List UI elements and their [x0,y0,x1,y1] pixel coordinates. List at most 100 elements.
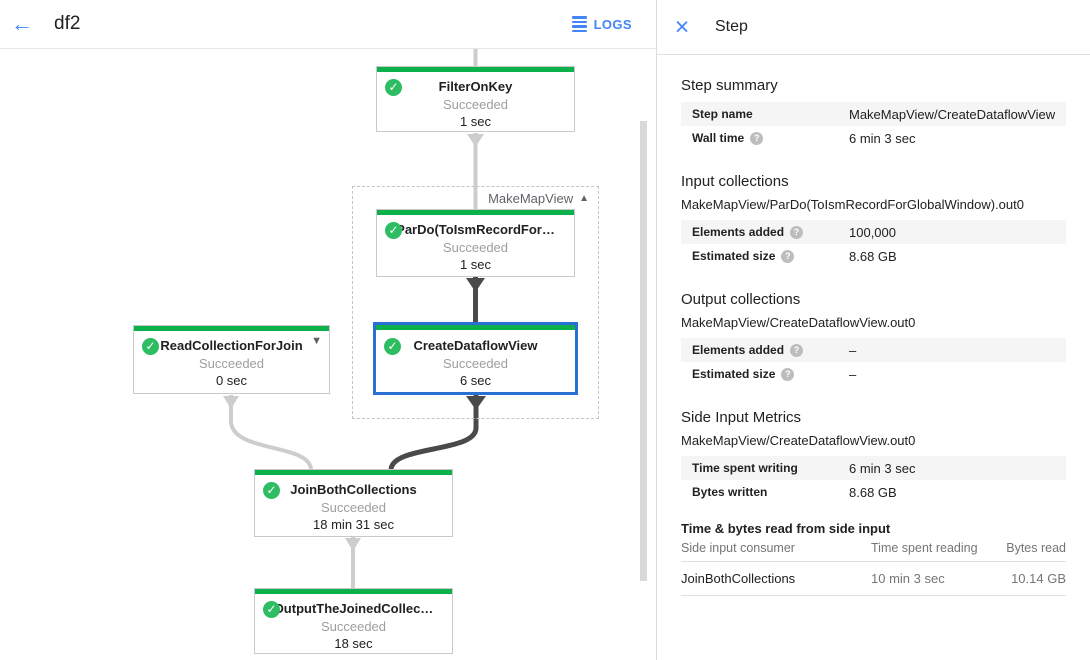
node-status-bar [134,326,329,331]
node-status-bar [377,210,574,215]
back-arrow-icon[interactable]: ← [11,11,33,36]
node-time: 1 sec [459,114,492,129]
node-title: ParDo(ToIsmRecordFor… [396,222,555,237]
column-header: Bytes read [991,538,1066,562]
logs-list-icon [571,16,587,32]
help-icon[interactable]: ? [750,131,764,145]
composite-group-makemapview: MakeMapView ▲ [352,186,599,419]
metric-row: Estimated size ? – [681,362,1066,386]
node-title: FilterOnKey [438,79,513,94]
metric-value: 100,000 [849,224,896,240]
side-input-collection-name: MakeMapView/CreateDataflowView.out0 [681,433,916,448]
graph-node-outputthejoinedcollection[interactable]: ✓ OutputTheJoinedCollec… Succeeded 18 se… [254,588,453,654]
node-time: 1 sec [459,257,492,272]
section-heading-output-collections: Output collections [681,291,801,308]
job-title: df2 [54,13,81,34]
input-collection-name: MakeMapView/ParDo(ToIsmRecordForGlobalWi… [681,197,1024,212]
time-spent-reading: 10 min 3 sec [871,561,991,596]
chevron-up-icon: ▲ [579,193,589,204]
metric-row: Elements added ? 100,000 [681,220,1066,244]
metric-label: Elements added [692,343,785,357]
input-collections-rows: Elements added ? 100,000 Estimated size … [681,220,1066,268]
metric-row: Elements added ? – [681,338,1066,362]
graph-node-readcollectionforjoin[interactable]: ✓ ▼ ReadCollectionForJoin Succeeded 0 se… [133,325,330,394]
success-check-icon: ✓ [263,601,280,618]
graph-vertical-scrollbar[interactable] [640,121,647,581]
metric-value: – [849,342,857,358]
metric-row: Time spent writing 6 min 3 sec [681,456,1066,480]
group-collapse-toggle[interactable]: MakeMapView ▲ [488,191,589,206]
node-status-bar [255,589,452,594]
column-header: Time spent reading [871,538,991,562]
metric-value: – [849,366,857,382]
success-check-icon: ✓ [384,338,401,355]
node-status: Succeeded [442,239,509,255]
output-collection-name: MakeMapView/CreateDataflowView.out0 [681,315,916,330]
side-input-table-heading: Time & bytes read from side input [681,521,891,536]
graph-node-filteronkey[interactable]: ✓ FilterOnKey Succeeded 1 sec [376,66,575,132]
node-title: JoinBothCollections [290,482,417,497]
metric-value: 6 min 3 sec [849,460,916,476]
consumer-name: JoinBothCollections [681,561,871,596]
metric-value: 8.68 GB [849,484,897,500]
metric-value: 6 min 3 sec [849,130,916,146]
node-time: 0 sec [215,373,248,388]
pipeline-graph-canvas[interactable]: MakeMapView ▲ ✓ FilterOnKey Succeeded 1 … [0,49,656,660]
metric-label: Step name [692,107,753,121]
metric-value: 8.68 GB [849,248,897,264]
metric-label: Bytes written [692,485,768,499]
graph-node-createdataflowview[interactable]: ✓ CreateDataflowView Succeeded 6 sec [373,322,578,395]
job-graph-pane: ← df2 LOGS [0,11,656,660]
section-heading-input-collections: Input collections [681,173,789,190]
metric-row: Estimated size ? 8.68 GB [681,244,1066,268]
node-time: 18 sec [334,636,373,651]
logs-button-label: LOGS [593,16,632,32]
node-status-bar [376,325,575,330]
metric-row: Bytes written 8.68 GB [681,480,1066,504]
table-row: JoinBothCollections 10 min 3 sec 10.14 G… [681,561,1066,596]
graph-node-pardo-toismrecord[interactable]: ✓ ParDo(ToIsmRecordFor… Succeeded 1 sec [376,209,575,277]
group-label: MakeMapView [488,191,574,206]
node-title: ReadCollectionForJoin [160,338,303,353]
metric-row: Wall time ? 6 min 3 sec [681,126,1066,150]
node-status: Succeeded [442,355,509,371]
node-status: Succeeded [320,618,387,634]
close-icon[interactable]: × [674,13,690,41]
pane-divider [656,0,657,660]
node-status: Succeeded [442,96,509,112]
node-title: CreateDataflowView [413,338,538,353]
graph-node-joinbothcollections[interactable]: ✓ JoinBothCollections Succeeded 18 min 3… [254,469,453,537]
step-summary-rows: Step name MakeMapView/CreateDataflowView… [681,102,1066,150]
node-status: Succeeded [320,499,387,515]
chevron-down-icon[interactable]: ▼ [311,335,322,347]
section-heading-step-summary: Step summary [681,77,778,94]
success-check-icon: ✓ [142,338,159,355]
node-time: 18 min 31 sec [313,517,394,532]
metric-label: Wall time [692,131,745,145]
metric-value: MakeMapView/CreateDataflowView [849,106,1056,122]
output-collections-rows: Elements added ? – Estimated size ? – [681,338,1066,386]
node-title: OutputTheJoinedCollec… [273,601,434,616]
help-icon[interactable]: ? [790,225,804,239]
metric-label: Estimated size [692,367,776,381]
side-input-metrics-rows: Time spent writing 6 min 3 sec Bytes wri… [681,456,1066,504]
metric-label: Time spent writing [692,461,798,475]
column-header: Side input consumer [681,538,871,562]
help-icon[interactable]: ? [781,249,795,263]
node-status-bar [255,470,452,475]
metric-row: Step name MakeMapView/CreateDataflowView [681,102,1066,126]
success-check-icon: ✓ [385,79,402,96]
node-status-bar [377,67,574,72]
help-icon[interactable]: ? [790,343,804,357]
metric-label: Elements added [692,225,785,239]
step-details-panel: × Step Step summary Step name MakeMapVie… [657,0,1090,660]
bytes-read: 10.14 GB [991,561,1066,596]
panel-title: Step [715,18,748,35]
node-time: 6 sec [459,373,492,388]
success-check-icon: ✓ [263,482,280,499]
logs-button[interactable]: LOGS [571,16,632,32]
help-icon[interactable]: ? [781,367,795,381]
metric-label: Estimated size [692,249,776,263]
side-input-consumers-table: Side input consumer Time spent reading B… [681,538,1066,596]
